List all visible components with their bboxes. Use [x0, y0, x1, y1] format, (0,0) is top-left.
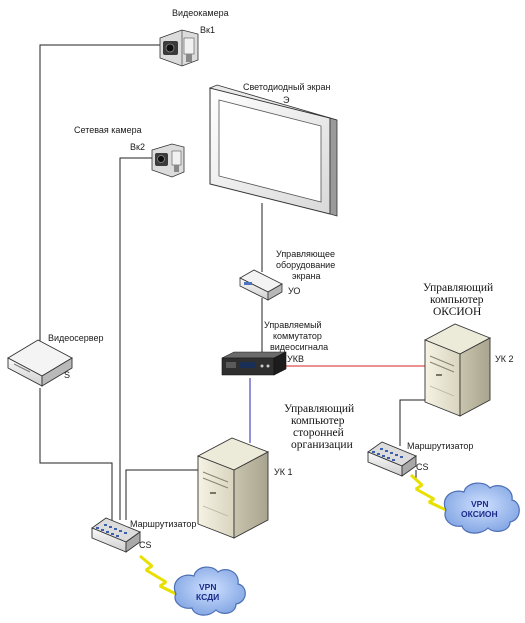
switch-line2: коммутатор	[273, 331, 322, 341]
screen-control-id: УО	[288, 286, 300, 296]
wireless-links	[139, 473, 447, 596]
vpn-ksdi-line2: КСДИ	[196, 592, 219, 602]
link-uk1-router	[125, 469, 198, 520]
link-videoserver-router	[39, 388, 113, 522]
lightning-cs-oksion	[409, 473, 447, 512]
netcamera-label: Сетевая камера	[74, 125, 142, 135]
camera1-id: Вк1	[200, 25, 215, 35]
uk1-id: УК 1	[274, 467, 292, 477]
camera1-label: Видеокамера	[172, 8, 229, 18]
videoserver-id: S	[64, 370, 70, 380]
screen-control-line1: Управляющее	[276, 249, 335, 259]
switch-line1: Управляемый	[264, 320, 322, 330]
connections	[39, 44, 430, 522]
network-camera-icon	[151, 143, 185, 178]
video-switch-icon	[221, 351, 287, 376]
screen-id: Э	[283, 95, 290, 105]
screen-controller-icon	[239, 269, 283, 301]
uk1-line3: сторонней	[293, 427, 344, 439]
vpn-ksdi-cloud	[173, 566, 246, 616]
vpn-oksion-line2: ОКСИОН	[461, 509, 498, 519]
computer-uk2-icon	[423, 323, 492, 417]
uk2-line2: компьютер	[430, 294, 484, 306]
vpn-ksdi-line1: VPN	[199, 582, 216, 592]
router-cs-icon	[91, 517, 141, 553]
vpn-oksion-cloud	[443, 482, 520, 534]
uk2-id: УК 2	[495, 354, 513, 364]
uk2-line3: ОКСИОН	[433, 306, 481, 318]
lightning-cs-ksdi	[139, 554, 177, 596]
computer-uk1-icon	[196, 437, 270, 539]
screen-control-line3: экрана	[292, 271, 321, 281]
router-right-icon	[367, 441, 417, 477]
switch-line3: видеосигнала	[270, 342, 328, 352]
uk1-line1: Управляющий	[284, 403, 354, 415]
camera-icon	[159, 29, 199, 67]
uk1-line2: компьютер	[291, 415, 345, 427]
router-right-label: Маршрутизатор	[407, 441, 473, 451]
router-cs-id: CS	[139, 540, 152, 550]
vpn-oksion-line1: VPN	[471, 499, 488, 509]
link-uk2-router	[399, 399, 425, 446]
videoserver-icon	[7, 339, 73, 387]
netcamera-id: Вк2	[130, 142, 145, 152]
link-camera1-router	[39, 44, 160, 345]
led-screen-icon	[208, 84, 338, 217]
link-netcamera-router	[119, 157, 152, 520]
switch-id: УКВ	[287, 354, 304, 364]
uk2-line1: Управляющий	[423, 282, 493, 294]
screen-control-line2: оборудование	[276, 260, 335, 270]
router-cs-label: Маршрутизатор	[130, 519, 196, 529]
uk1-line4: организации	[291, 439, 353, 451]
screen-label: Светодиодный экран	[243, 82, 331, 92]
router-right-id: CS	[416, 462, 429, 472]
videoserver-label: Видеосервер	[48, 333, 104, 343]
